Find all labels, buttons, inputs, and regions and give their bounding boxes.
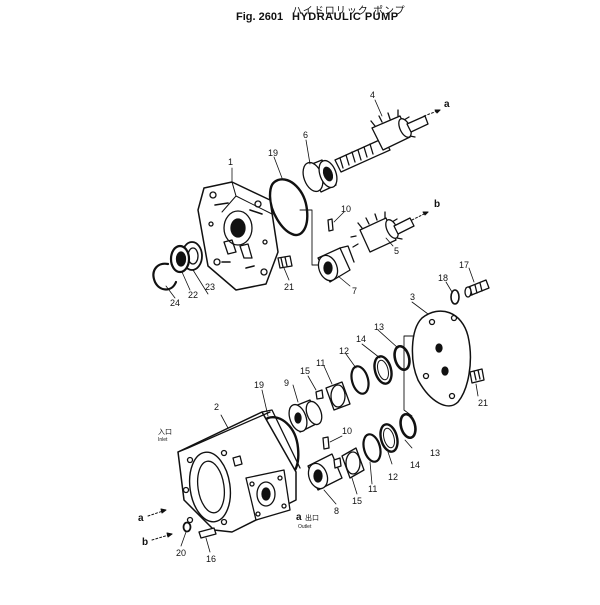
part-3-rear-cover xyxy=(403,310,472,417)
part-12-ring-lower xyxy=(362,433,382,463)
callout-21-upper: 21 xyxy=(284,282,294,292)
part-11-wear-plate-lower xyxy=(341,447,365,479)
flow-markers: a b a b a xyxy=(138,99,450,548)
part-17-bolt xyxy=(464,279,490,298)
part-21-bolt-upper xyxy=(277,255,293,269)
part-15-pin-upper xyxy=(315,389,324,400)
callout-11-upper: 11 xyxy=(316,358,325,368)
callout-12-lower: 12 xyxy=(388,472,398,482)
inlet-label-jp: 入口 xyxy=(158,428,172,436)
part-10-pin-lower xyxy=(322,436,330,450)
part-15-pin-lower xyxy=(333,457,342,469)
part-5-driven-gear xyxy=(350,211,415,253)
callout-15-lower: 15 xyxy=(352,496,362,506)
part-24-snap-ring xyxy=(152,262,178,291)
part-14-ring-upper xyxy=(373,355,393,385)
flow-marker-b-top: b xyxy=(434,199,440,210)
callout-9: 9 xyxy=(284,378,289,388)
diagram-title: HYDRAULIC PUMP xyxy=(292,11,399,23)
callout-17: 17 xyxy=(459,260,469,270)
callout-12-upper: 12 xyxy=(339,346,349,356)
callout-11-lower: 11 xyxy=(368,484,377,494)
part-6-bushing xyxy=(302,159,338,193)
part-11-wear-plate-upper xyxy=(325,381,351,411)
callout-19-lower: 19 xyxy=(254,380,264,390)
callout-1: 1 xyxy=(228,157,233,167)
flow-marker-a-top: a xyxy=(444,99,450,110)
part-20-o-ring xyxy=(182,521,192,533)
callout-15-upper: 15 xyxy=(300,366,310,376)
callout-22: 22 xyxy=(188,290,198,300)
part-4-drive-gear-shaft xyxy=(334,109,429,173)
flow-marker-b-bottom: b xyxy=(142,537,148,548)
callout-18: 18 xyxy=(438,273,448,283)
part-10-pin-upper xyxy=(327,218,334,232)
part-8-bushing-block xyxy=(307,453,343,491)
part-18-washer xyxy=(450,289,460,305)
figure-number: Fig. 2601 xyxy=(236,11,284,23)
outlet-label-en: Outlet xyxy=(298,524,312,530)
callout-21-lower: 21 xyxy=(478,398,488,408)
callout-6: 6 xyxy=(303,130,308,140)
japanese-title: ハイドロリック ポンプ xyxy=(292,6,406,17)
callout-numbers: 1 2 3 4 5 6 7 8 9 10 10 11 11 12 12 13 1… xyxy=(170,90,488,564)
part-22-washer xyxy=(169,244,191,274)
part-21-bolt-lower xyxy=(469,368,485,384)
part-14-ring-lower xyxy=(379,423,399,453)
callout-19-upper: 19 xyxy=(268,148,278,158)
callout-10-upper: 10 xyxy=(341,204,351,214)
callout-7: 7 xyxy=(352,286,357,296)
part-16-pin xyxy=(198,527,217,539)
callout-8: 8 xyxy=(334,506,339,516)
part-7-bushing-block xyxy=(317,245,355,283)
callout-23: 23 xyxy=(205,282,215,292)
outlet-label-jp: 出口 xyxy=(305,513,319,522)
inlet-label-en: Inlet xyxy=(158,437,168,443)
callout-13-upper: 13 xyxy=(374,322,384,332)
callout-24: 24 xyxy=(170,298,180,308)
flow-arrows xyxy=(147,109,441,541)
callout-4: 4 xyxy=(370,90,375,100)
callout-16: 16 xyxy=(206,554,216,564)
callout-14-lower: 14 xyxy=(410,460,420,470)
part-2-pump-body xyxy=(177,409,301,533)
callout-2: 2 xyxy=(214,402,219,412)
callout-14-upper: 14 xyxy=(356,334,366,344)
part-9-bushing xyxy=(288,399,323,433)
part-1-front-cover xyxy=(197,181,279,291)
callout-13-lower: 13 xyxy=(430,448,440,458)
leader-lines xyxy=(165,99,479,553)
part-13-ring-lower xyxy=(399,412,417,440)
part-13-ring-upper xyxy=(393,344,411,372)
part-19-o-ring-upper xyxy=(268,178,336,266)
flow-marker-a-bottom: a xyxy=(138,513,144,524)
callout-20: 20 xyxy=(176,548,186,558)
callout-5: 5 xyxy=(394,246,399,256)
flow-marker-a-outlet: a xyxy=(296,512,302,523)
port-labels: 入口 Inlet 出口 Outlet xyxy=(158,428,319,530)
part-12-ring-upper xyxy=(350,365,370,395)
callout-10-lower: 10 xyxy=(342,426,352,436)
callout-3: 3 xyxy=(410,292,415,302)
